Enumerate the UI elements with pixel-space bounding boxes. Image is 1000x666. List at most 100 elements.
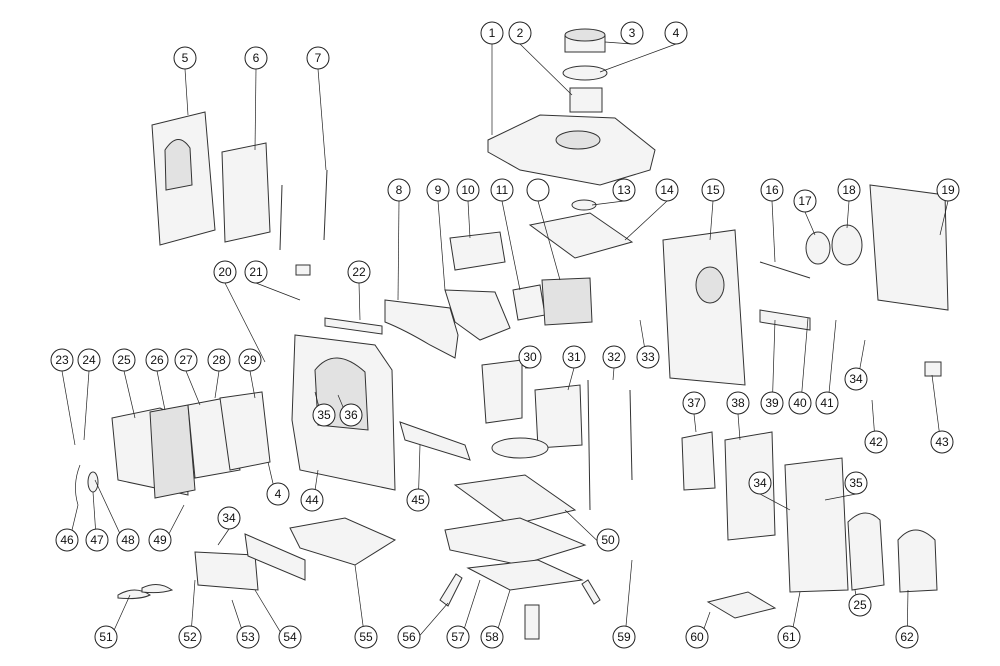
leader-line	[537, 200, 561, 281]
callout-number: 3	[629, 26, 636, 40]
callout-number: 43	[935, 435, 949, 449]
callout-number: 57	[451, 630, 465, 644]
callout-circle	[777, 625, 801, 649]
callout-number: 20	[218, 265, 232, 279]
callout-circle	[748, 471, 772, 495]
callout-38: 38	[726, 391, 750, 415]
leader-line	[759, 493, 791, 511]
part-leg-58	[581, 579, 601, 605]
callout-circle	[655, 178, 679, 202]
callout-34: 34	[844, 367, 868, 391]
part-door-60	[784, 457, 849, 593]
part-lever-45	[75, 464, 81, 506]
leader-line	[214, 370, 220, 399]
callout-circle	[844, 367, 868, 391]
leader-line	[939, 200, 949, 236]
callout-number: 33	[641, 350, 655, 364]
callout-number: 16	[765, 183, 779, 197]
part-baffle-arch	[384, 299, 459, 359]
callout-circle	[895, 625, 919, 649]
callout-circle	[173, 46, 197, 70]
callout-circle	[178, 625, 202, 649]
callout-number: 46	[60, 533, 74, 547]
part-ash-plate-57	[466, 559, 584, 591]
callout-number: 25	[117, 353, 131, 367]
callout-circle	[726, 391, 750, 415]
callout-circle	[848, 593, 872, 617]
callout-number: 9	[435, 183, 442, 197]
callout-number: 30	[523, 350, 537, 364]
part-rod-7	[323, 169, 328, 241]
callout-number: 19	[941, 183, 955, 197]
callout-circle	[788, 391, 812, 415]
callout-circle	[837, 178, 861, 202]
callout-32: 32	[602, 345, 626, 369]
leader-line	[437, 200, 446, 291]
callout-number: 1	[489, 26, 496, 40]
callout-number: 47	[90, 533, 104, 547]
callout-circle	[266, 482, 290, 506]
callout-number: 38	[731, 396, 745, 410]
callout-31: 31	[562, 345, 586, 369]
callout-circle	[664, 21, 688, 45]
part-bracket	[444, 289, 511, 341]
callout-number: 35	[849, 476, 863, 490]
part-leg-55	[439, 573, 463, 607]
callout-57: 57	[446, 625, 470, 649]
callout-number: 2	[517, 26, 524, 40]
callout-4: 4	[664, 21, 688, 45]
callout-26: 26	[145, 348, 169, 372]
callout-circle	[339, 403, 363, 427]
callout-number: 41	[820, 396, 834, 410]
callout-12: 12	[526, 178, 550, 202]
callout-29: 29	[238, 348, 262, 372]
callout-45: 45	[406, 488, 430, 512]
callout-number: 10	[461, 183, 475, 197]
callout-49: 49	[148, 528, 172, 552]
callout-number: 44	[305, 493, 319, 507]
callout-circle	[55, 528, 79, 552]
callout-circle	[456, 178, 480, 202]
leader-line	[254, 68, 257, 151]
callout-circle	[636, 345, 660, 369]
callout-circle	[300, 488, 324, 512]
callout-number: 52	[183, 630, 197, 644]
callout-circle	[480, 625, 504, 649]
callout-number: 4	[673, 26, 680, 40]
callout-circle	[174, 348, 198, 372]
part-rear-panel	[869, 184, 949, 311]
callout-number: 35	[317, 408, 331, 422]
callout-15: 15	[701, 178, 725, 202]
callout-circle	[94, 625, 118, 649]
callout-14: 14	[655, 178, 679, 202]
callout-circle	[844, 471, 868, 495]
callout-circle	[526, 178, 550, 202]
callout-number: 8	[396, 183, 403, 197]
part-rod-16	[759, 261, 811, 279]
part-handle-50b	[141, 584, 174, 594]
callout-16: 16	[760, 178, 784, 202]
callout-60: 60	[685, 625, 709, 649]
callout-27: 27	[174, 348, 198, 372]
part-plate-59	[706, 591, 777, 619]
callout-62: 62	[895, 625, 919, 649]
callout-number: 45	[411, 493, 425, 507]
callout-number: 12	[531, 183, 545, 197]
callout-number: 31	[567, 350, 581, 364]
callout-circle	[480, 21, 504, 45]
leader-line	[156, 370, 166, 411]
callout-number: 22	[352, 265, 366, 279]
callout-46: 46	[55, 528, 79, 552]
part-bracket-38	[759, 309, 811, 331]
callout-41: 41	[815, 391, 839, 415]
callout-number: 62	[900, 630, 914, 644]
callout-19: 19	[936, 178, 960, 202]
callout-circle	[602, 345, 626, 369]
callout-circle	[936, 178, 960, 202]
leader-line	[567, 367, 575, 391]
part-strip-21	[324, 317, 383, 335]
callout-circle	[793, 189, 817, 213]
callout-53: 53	[236, 625, 260, 649]
part-rear-frame-hole	[695, 266, 725, 304]
leader-line	[83, 370, 90, 441]
